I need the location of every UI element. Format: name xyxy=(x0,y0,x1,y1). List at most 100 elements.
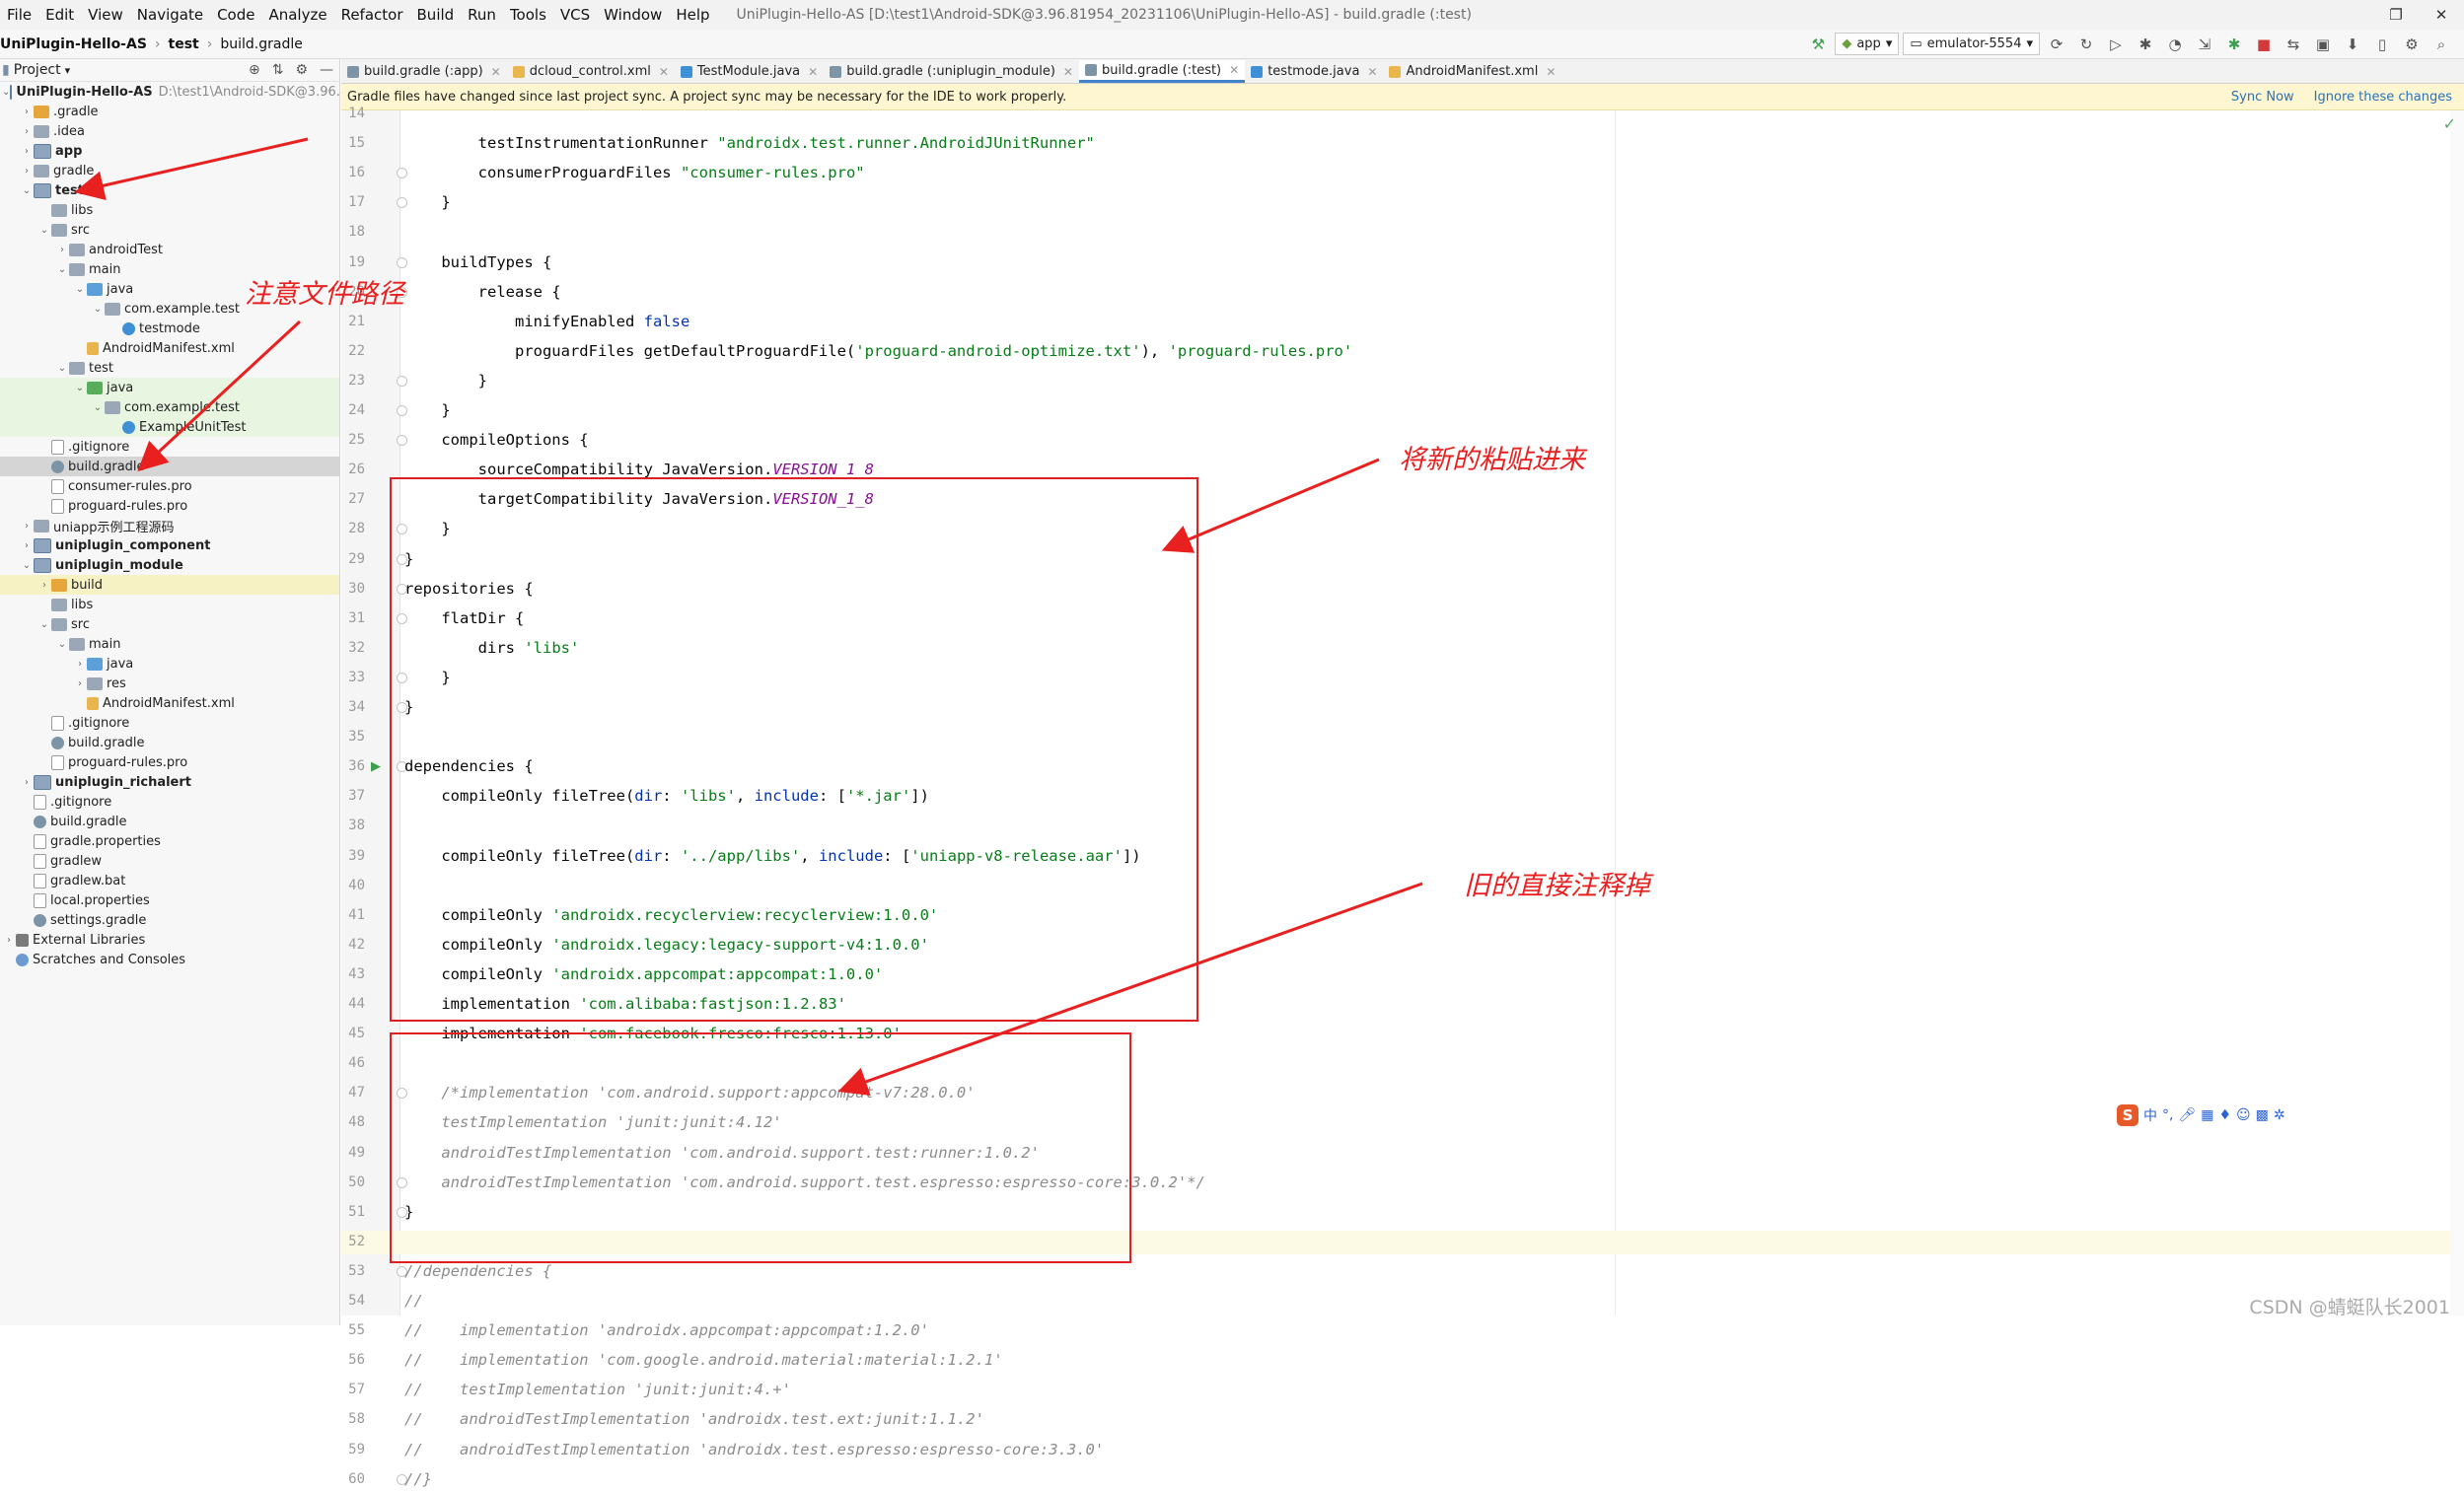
tree-item[interactable]: AndroidManifest.xml xyxy=(0,693,339,713)
code-line[interactable]: 54// xyxy=(341,1290,2464,1314)
chevron-down-icon[interactable]: ⌄ xyxy=(22,559,32,571)
close-tab-icon[interactable]: ✕ xyxy=(490,64,501,79)
tree-item[interactable]: ⌄main xyxy=(0,634,339,654)
collapse-all-icon[interactable]: ⇅ xyxy=(271,62,284,78)
menu-run[interactable]: Run xyxy=(468,6,496,24)
code-line[interactable]: 36▶dependencies { xyxy=(341,755,2464,779)
code-line[interactable]: 17 } xyxy=(341,191,2464,215)
fold-marker-icon[interactable] xyxy=(397,1265,407,1277)
code-line[interactable]: 58// androidTestImplementation 'androidx… xyxy=(341,1408,2464,1432)
code-line[interactable]: 14 xyxy=(341,103,2464,126)
close-tab-icon[interactable]: ✕ xyxy=(1229,63,1240,77)
tree-item[interactable]: .gitignore xyxy=(0,713,339,733)
project-view-label[interactable]: Project xyxy=(13,62,61,78)
breadcrumb-file[interactable]: build.gradle xyxy=(220,36,303,52)
code-line[interactable]: 33 } xyxy=(341,667,2464,690)
breadcrumb-module[interactable]: test xyxy=(168,36,199,52)
chevron-down-icon[interactable]: ⌄ xyxy=(75,283,85,295)
fold-marker-icon[interactable] xyxy=(397,672,407,683)
editor-tab[interactable]: AndroidManifest.xml✕ xyxy=(1383,60,1561,83)
code-line[interactable]: 51} xyxy=(341,1201,2464,1225)
menu-view[interactable]: View xyxy=(88,6,123,24)
fold-marker-icon[interactable] xyxy=(397,553,407,565)
code-line[interactable]: 43 compileOnly 'androidx.appcompat:appco… xyxy=(341,963,2464,987)
code-line[interactable]: 59// androidTestImplementation 'androidx… xyxy=(341,1439,2464,1462)
tree-item[interactable]: ›app xyxy=(0,141,339,161)
fold-marker-icon[interactable] xyxy=(397,1176,407,1188)
code-line[interactable]: 29} xyxy=(341,548,2464,572)
keyboard-icon[interactable]: ▦ xyxy=(2201,1107,2214,1123)
fold-marker-icon[interactable] xyxy=(397,761,407,773)
rerun-icon[interactable]: ⟳ xyxy=(2050,35,2064,53)
close-tab-icon[interactable]: ✕ xyxy=(658,64,669,79)
fold-marker-icon[interactable] xyxy=(397,524,407,535)
sdk-manager-icon[interactable]: ⬇ xyxy=(2346,35,2359,53)
tree-item[interactable]: ⌄src xyxy=(0,614,339,634)
hide-panel-icon[interactable]: — xyxy=(320,62,333,78)
editor-tab[interactable]: build.gradle (:app)✕ xyxy=(341,60,507,83)
fold-marker-icon[interactable] xyxy=(397,612,407,624)
run-gutter-icon[interactable]: ▶ xyxy=(371,759,381,775)
code-line[interactable]: 44 implementation 'com.alibaba:fastjson:… xyxy=(341,993,2464,1017)
tree-item[interactable]: build.gradle xyxy=(0,457,339,476)
tree-item[interactable]: .gitignore xyxy=(0,792,339,812)
code-line[interactable]: 23 } xyxy=(341,370,2464,393)
ignore-changes-link[interactable]: Ignore these changes xyxy=(2313,89,2452,105)
code-line[interactable]: 50 androidTestImplementation 'com.androi… xyxy=(341,1172,2464,1195)
microphone-icon[interactable]: 🎤︎ xyxy=(2178,1107,2197,1123)
skin-icon[interactable]: ♦ xyxy=(2218,1107,2232,1123)
tree-item[interactable]: consumer-rules.pro xyxy=(0,476,339,496)
tree-item[interactable]: gradlew.bat xyxy=(0,871,339,890)
device-select[interactable]: ▭emulator-5554▾ xyxy=(1903,33,2040,55)
code-line[interactable]: 46 xyxy=(341,1052,2464,1076)
fold-marker-icon[interactable] xyxy=(397,256,407,268)
code-line[interactable]: 18 xyxy=(341,221,2464,245)
tree-item[interactable]: AndroidManifest.xml xyxy=(0,338,339,358)
tree-item[interactable]: libs xyxy=(0,595,339,614)
chevron-right-icon[interactable]: › xyxy=(25,520,29,532)
tree-item[interactable]: ›uniplugin_richalert xyxy=(0,772,339,792)
breadcrumb-project[interactable]: UniPlugin-Hello-AS xyxy=(0,36,147,52)
sync-now-link[interactable]: Sync Now xyxy=(2230,89,2294,105)
tree-item[interactable]: ⌄uniplugin_module xyxy=(0,555,339,575)
restore-window-icon[interactable]: ❐ xyxy=(2389,6,2403,24)
tree-item[interactable]: build.gradle xyxy=(0,733,339,752)
chevron-right-icon[interactable]: › xyxy=(25,125,29,137)
code-line[interactable]: 52 xyxy=(341,1230,2464,1254)
menu-window[interactable]: Window xyxy=(604,6,663,24)
tree-item[interactable]: ›.idea xyxy=(0,121,339,141)
menu-navigate[interactable]: Navigate xyxy=(136,6,204,24)
fold-marker-icon[interactable] xyxy=(397,286,407,298)
tree-item[interactable]: ›.gradle xyxy=(0,102,339,121)
chevron-right-icon[interactable]: › xyxy=(78,677,82,689)
tree-item[interactable]: build.gradle xyxy=(0,812,339,831)
menu-code[interactable]: Code xyxy=(217,6,255,24)
close-tab-icon[interactable]: ✕ xyxy=(1062,64,1073,79)
chevron-down-icon[interactable]: ⌄ xyxy=(93,401,103,413)
code-line[interactable]: 28 } xyxy=(341,518,2464,541)
tree-item[interactable]: ⌄test xyxy=(0,180,339,200)
code-line[interactable]: 26 sourceCompatibility JavaVersion.VERSI… xyxy=(341,459,2464,482)
stop-icon[interactable]: ■ xyxy=(2256,35,2272,53)
gear-icon[interactable]: ⚙ xyxy=(295,62,308,78)
avd-manager-icon[interactable]: ▣ xyxy=(2315,35,2331,53)
fold-marker-icon[interactable] xyxy=(397,1206,407,1218)
code-line[interactable]: 21 minifyEnabled false xyxy=(341,311,2464,334)
run-icon[interactable]: ▷ xyxy=(2110,35,2122,53)
code-line[interactable]: 16 consumerProguardFiles "consumer-rules… xyxy=(341,162,2464,185)
chevron-down-icon[interactable]: ⌄ xyxy=(57,362,67,374)
tree-item[interactable]: libs xyxy=(0,200,339,220)
menu-help[interactable]: Help xyxy=(676,6,710,24)
chevron-right-icon[interactable]: › xyxy=(7,934,11,946)
tree-item[interactable]: ⌄test xyxy=(0,358,339,378)
code-line[interactable]: 24 } xyxy=(341,399,2464,423)
debug-icon[interactable]: ✱ xyxy=(2138,35,2152,53)
code-line[interactable]: 48 testImplementation 'junit:junit:4.12' xyxy=(341,1111,2464,1135)
menu-edit[interactable]: Edit xyxy=(45,6,75,24)
chevron-right-icon[interactable]: › xyxy=(42,579,46,591)
chevron-right-icon[interactable]: › xyxy=(25,539,29,551)
fold-marker-icon[interactable] xyxy=(397,197,407,209)
ime-settings-icon[interactable]: ✲ xyxy=(2273,1107,2285,1123)
debug-bug-icon[interactable]: ✱ xyxy=(2227,35,2241,53)
